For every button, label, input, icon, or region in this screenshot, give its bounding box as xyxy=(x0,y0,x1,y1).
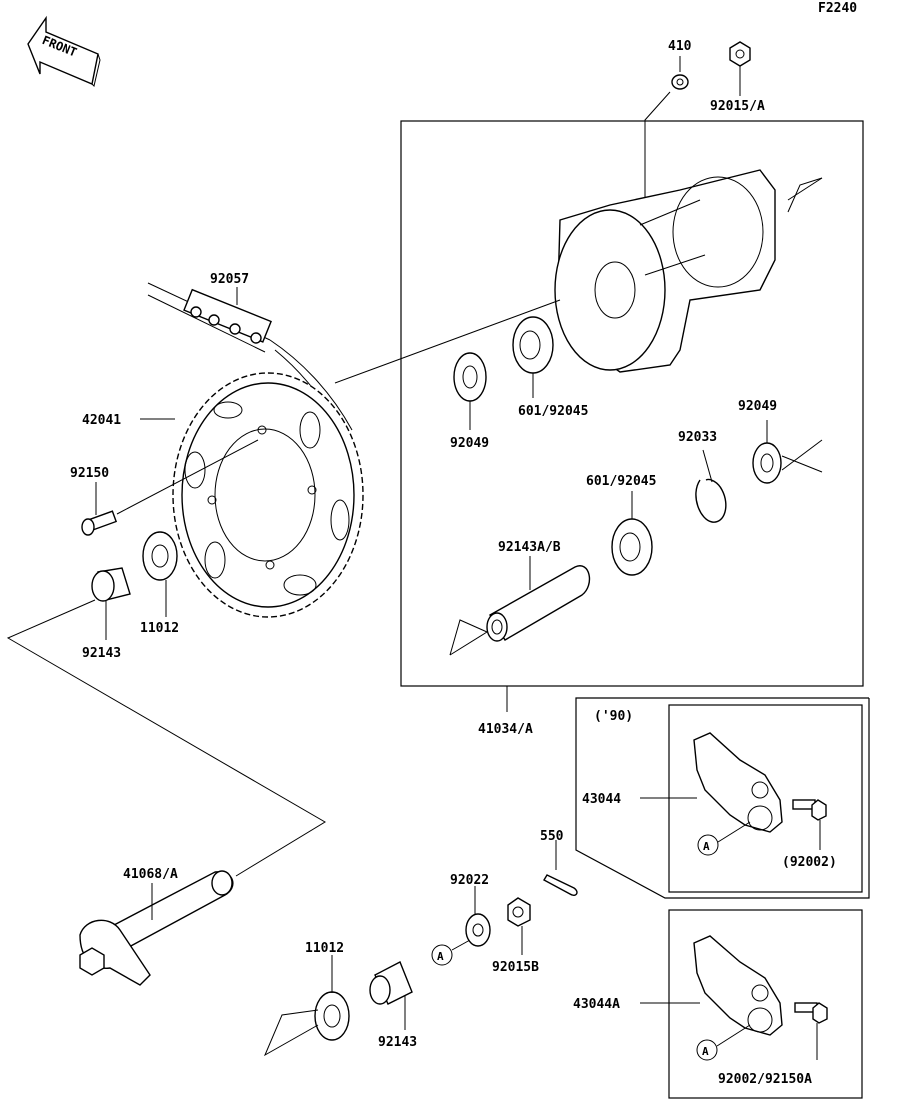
nut-92015b xyxy=(507,897,531,927)
oil-seal-11012-lower xyxy=(314,991,350,1041)
callout-a-upper xyxy=(697,834,719,856)
label-41068a: 41068/A xyxy=(123,867,178,882)
callout-a-upper-letter: A xyxy=(703,840,710,853)
rear-sprocket xyxy=(172,372,364,618)
label-92033: 92033 xyxy=(678,430,717,445)
label-92049-left: 92049 xyxy=(450,436,489,451)
bolt-92002 xyxy=(792,799,827,821)
label-42041: 42041 xyxy=(82,413,121,428)
label-92002: (92002) xyxy=(782,855,837,870)
caliper-bracket-43044a xyxy=(693,935,783,1036)
label-92049-right: 92049 xyxy=(738,399,777,414)
label-550: 550 xyxy=(540,829,564,844)
label-92143ab: 92143A/B xyxy=(498,540,561,555)
callout-a-bottom xyxy=(696,1039,718,1061)
label-92057: 92057 xyxy=(210,272,249,287)
label-92143-upper: 92143 xyxy=(82,646,121,661)
label-92015b: 92015B xyxy=(492,960,539,975)
bolt-92002-92150a xyxy=(794,1002,828,1024)
oil-seal-92049-right xyxy=(752,442,782,484)
label-92150: 92150 xyxy=(70,466,109,481)
label-92002-92150a: 92002/92150A xyxy=(718,1072,812,1087)
rear-axle-41068a xyxy=(79,870,234,986)
label-41034a: 41034/A xyxy=(478,722,533,737)
hub-assembly-box xyxy=(400,120,864,687)
cotter-pin-550 xyxy=(543,874,578,897)
year-note: ('90) xyxy=(594,709,633,724)
nut-92015a xyxy=(729,41,751,67)
oil-seal-92049-left xyxy=(453,352,487,402)
label-92015a: 92015/A xyxy=(710,99,765,114)
collar-92143ab xyxy=(486,565,591,642)
label-410: 410 xyxy=(668,39,692,54)
chain-link-92057 xyxy=(183,288,272,344)
front-arrow-icon: FRONT xyxy=(27,15,101,87)
label-43044a: 43044A xyxy=(573,997,620,1012)
washer-92022 xyxy=(465,913,491,947)
label-601-upper: 601/92045 xyxy=(518,404,588,419)
bearing-601-lower xyxy=(611,518,653,576)
rear-hub xyxy=(554,169,776,373)
callout-a-bottom-letter: A xyxy=(702,1045,709,1058)
bracket-box-43044a xyxy=(668,909,863,1099)
oil-seal-11012-upper xyxy=(142,531,178,581)
label-92143-lower: 92143 xyxy=(378,1035,417,1050)
callout-a-lower-letter: A xyxy=(437,950,444,963)
collar-92143-lower xyxy=(369,961,413,1005)
caliper-bracket-43044 xyxy=(693,732,783,833)
bearing-601-upper xyxy=(512,316,554,374)
collar-92143-upper xyxy=(91,567,131,602)
label-92022: 92022 xyxy=(450,873,489,888)
diagram-code: F2240 xyxy=(818,1,857,16)
label-11012-upper: 11012 xyxy=(140,621,179,636)
label-601-lower: 601/92045 xyxy=(586,474,656,489)
circlip-92033 xyxy=(695,478,727,523)
label-11012-lower: 11012 xyxy=(305,941,344,956)
callout-a-lower xyxy=(431,944,453,966)
bolt-92150 xyxy=(81,510,118,536)
label-43044: 43044 xyxy=(582,792,621,807)
washer-410 xyxy=(671,74,689,90)
